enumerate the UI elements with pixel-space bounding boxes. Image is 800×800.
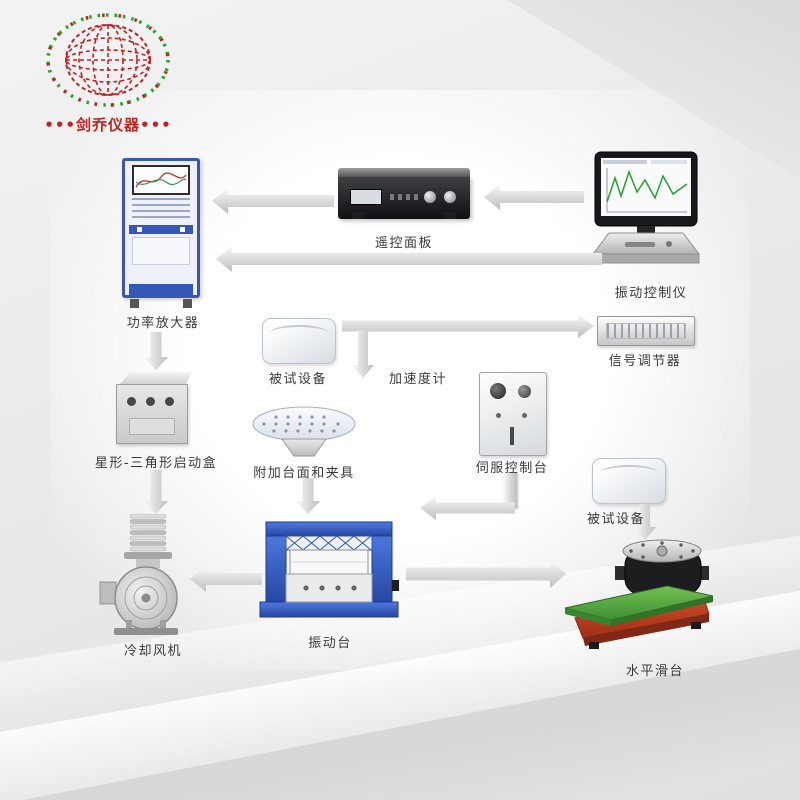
amplifier-cabinet — [122, 158, 200, 298]
amplifier-screen — [132, 165, 190, 195]
remote-panel-foot — [352, 212, 364, 219]
amplifier-foot — [130, 299, 139, 308]
controller-monitor-icon — [591, 151, 701, 264]
remote-panel-display — [350, 189, 382, 205]
shaker-table-device — [258, 514, 400, 630]
remote-panel-knob — [444, 191, 456, 203]
slip-table-device — [563, 536, 718, 658]
shaker-table-icon — [259, 521, 399, 618]
label-dut-top: 被试设备 — [268, 372, 327, 387]
fixture-platform-icon — [252, 406, 356, 457]
servo-knob — [518, 385, 531, 398]
remote-panel-knob — [424, 191, 436, 203]
fixture-mount-holes — [262, 415, 340, 433]
label-vibration-controller: 振动控制仪 — [614, 286, 688, 301]
star-box-top-face — [120, 372, 192, 384]
servo-indicator — [496, 413, 501, 418]
vibration-controller-device — [583, 150, 713, 276]
label-servo-console: 伺服控制台 — [475, 461, 549, 476]
cooling-fan-device — [98, 514, 198, 636]
label-power-amplifier: 功率放大器 — [126, 316, 200, 331]
remote-panel-buttons — [390, 194, 422, 200]
amplifier-foot — [183, 299, 192, 308]
servo-console-device — [479, 372, 547, 456]
company-logo: •••剑乔仪器••• — [28, 12, 188, 135]
label-shaker-table: 振动台 — [308, 636, 352, 651]
amplifier-base — [129, 284, 193, 295]
label-cooling-fan: 冷却风机 — [123, 644, 182, 659]
device-under-test-top — [262, 318, 336, 364]
star-delta-box-device — [116, 372, 194, 444]
cooling-fan-icon — [99, 514, 178, 635]
label-slip-table: 水平滑台 — [625, 664, 684, 679]
remote-panel-front — [338, 177, 470, 219]
remote-panel-top — [338, 168, 470, 177]
remote-control-panel-device — [338, 168, 470, 226]
power-amplifier-device — [122, 158, 200, 308]
remote-panel-foot — [444, 212, 456, 219]
slip-table-icon — [564, 539, 714, 649]
star-box-button — [165, 397, 174, 406]
servo-slot — [510, 427, 514, 445]
signal-conditioner-slots — [606, 323, 686, 339]
amplifier-vent-grill — [132, 198, 190, 222]
fixture-device — [250, 404, 358, 462]
star-box-plate — [129, 418, 175, 435]
amplifier-blue-band — [129, 225, 193, 234]
label-fixture: 附加台面和夹具 — [253, 466, 355, 481]
label-accelerometer: 加速度计 — [388, 372, 447, 387]
label-remote-panel: 遥控面板 — [374, 236, 433, 251]
star-box-front-face — [116, 384, 188, 444]
signal-conditioner-device — [597, 316, 695, 346]
star-box-button — [146, 397, 155, 406]
label-star-delta-box: 星形-三角形启动盒 — [94, 456, 218, 471]
servo-knob — [490, 383, 506, 399]
label-signal-conditioner: 信号调节器 — [608, 354, 682, 369]
slip-table-bolts — [629, 541, 695, 559]
label-dut-right: 被试设备 — [586, 512, 645, 527]
company-name: •••剑乔仪器••• — [44, 116, 172, 134]
device-under-test-right — [592, 458, 666, 504]
amplifier-waveform-icon — [135, 172, 187, 188]
globe-logo-icon — [46, 13, 170, 107]
star-box-button — [127, 397, 136, 406]
arrow-servo-vertical-segment — [503, 472, 517, 508]
fan-hose-ribs — [129, 514, 167, 552]
amplifier-lower-panel — [132, 237, 190, 265]
servo-indicator — [522, 413, 527, 418]
